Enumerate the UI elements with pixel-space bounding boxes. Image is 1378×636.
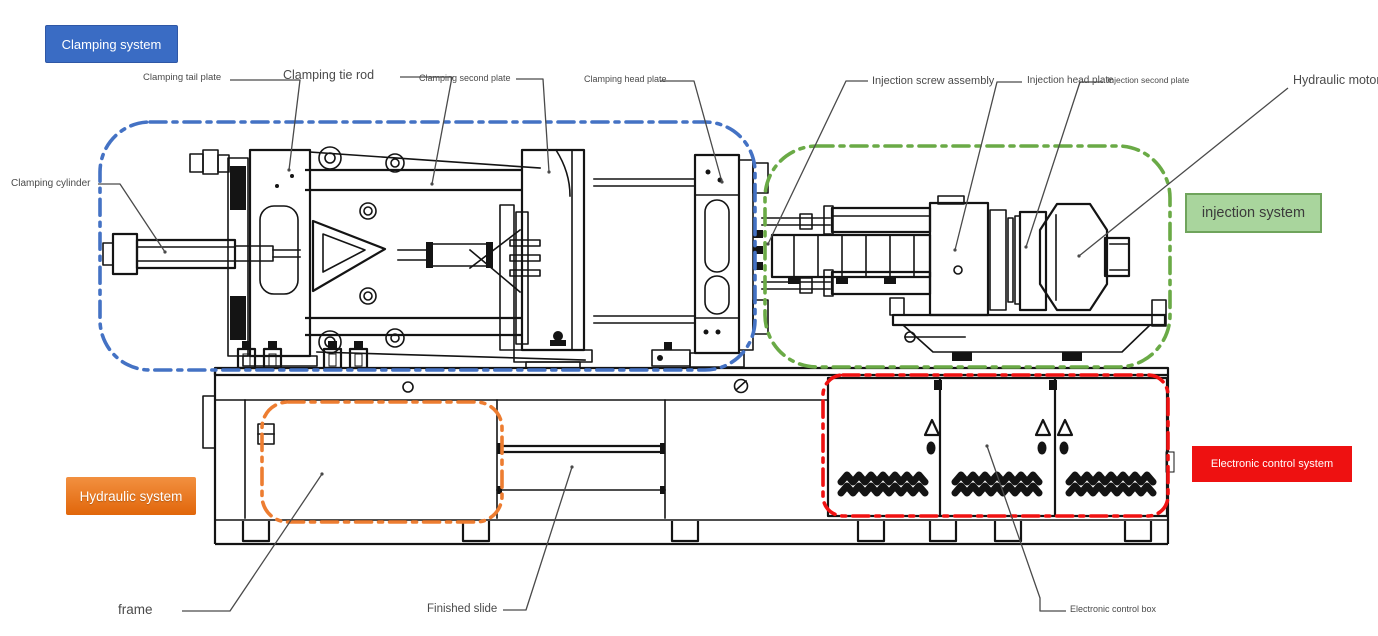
- label-injection-screw-assembly: Injection screw assembly: [872, 75, 995, 87]
- hydraulic-motor-drawing: [1038, 202, 1131, 312]
- electronic-region-outline: [821, 373, 1170, 518]
- cabinet-vents: [841, 475, 1153, 493]
- label-clamping-cylinder: Clamping cylinder: [11, 178, 91, 189]
- clamping-system-badge: Clamping system: [45, 25, 178, 63]
- finished-slide-drawing: [496, 443, 666, 494]
- clamping-unit-drawing: [102, 146, 769, 369]
- injection-unit-drawing: [761, 195, 1167, 361]
- leader-lines: [98, 76, 1289, 612]
- cabinet-knobs: [926, 441, 1069, 455]
- label-clamping-second-plate: Clamping second plate: [419, 73, 511, 83]
- electronic-control-system-badge: Electronic control system: [1192, 446, 1352, 482]
- injection-region-outline: [763, 144, 1172, 369]
- injection-system-badge: injection system: [1185, 193, 1322, 233]
- label-clamping-head-plate: Clamping head plate: [584, 74, 667, 84]
- label-finished-slide: Finished slide: [427, 603, 498, 615]
- injection-screw-assembly-drawing: [761, 205, 932, 297]
- electronic-control-box-drawing: [826, 376, 1169, 518]
- label-hydraulic-motor: Hydraulic motor: [1293, 73, 1378, 87]
- hydraulic-region-outline: [260, 400, 504, 524]
- cabinet-warning-triangles: [923, 418, 1074, 437]
- deck-clamps: [236, 339, 369, 370]
- toggle-mechanism-drawing: [311, 202, 541, 351]
- clamping-second-plate-drawing: [513, 148, 593, 369]
- injection-carriage-drawing: [889, 297, 1167, 361]
- injection-second-plate-drawing: [989, 209, 1048, 312]
- clamping-cylinder-drawing: [102, 232, 301, 276]
- hydraulic-system-badge: Hydraulic system: [66, 477, 196, 515]
- clamping-region-outline: [98, 120, 757, 372]
- label-injection-head-plate: Injection head plate: [1027, 75, 1114, 86]
- frame-drawing: [202, 339, 1175, 546]
- clamping-tail-plate-drawing: [189, 148, 318, 367]
- label-electronic-control-box: Electronic control box: [1070, 604, 1157, 614]
- clamping-tie-rod-drawing: [305, 146, 696, 361]
- label-clamping-tie-rod: Clamping tie rod: [283, 68, 375, 82]
- label-injection-second-plate: Injection second plate: [1107, 75, 1190, 85]
- clamping-head-plate-drawing: [651, 153, 769, 368]
- injection-head-plate-drawing: [928, 195, 990, 317]
- label-clamping-tail-plate: Clamping tail plate: [143, 72, 222, 83]
- label-frame: frame: [118, 602, 153, 617]
